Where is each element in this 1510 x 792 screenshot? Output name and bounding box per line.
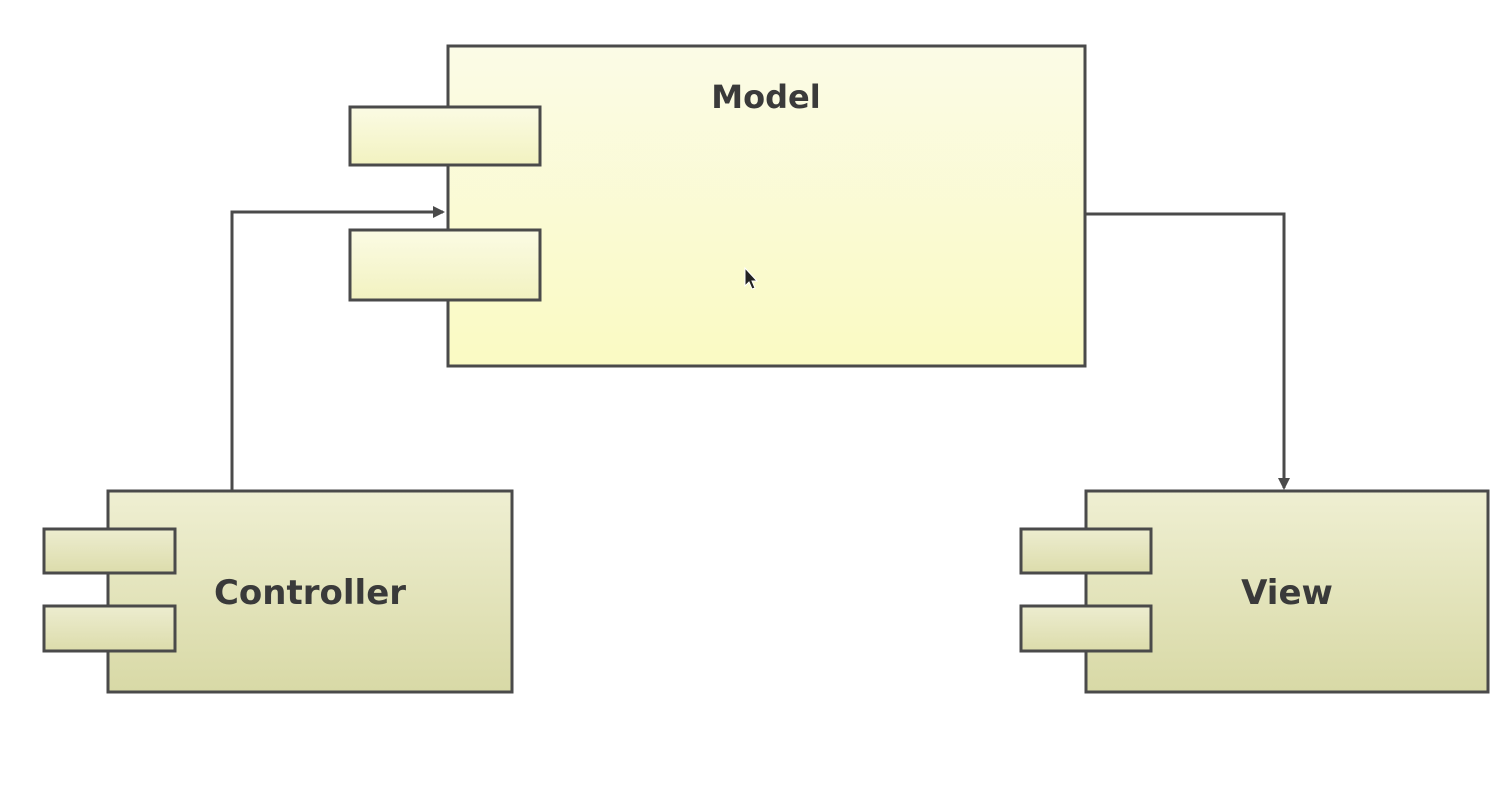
model-interface-tab-bottom [348, 228, 542, 302]
arrow-cursor-icon [744, 266, 759, 290]
controller-interface-tab-top [42, 527, 177, 575]
controller-component[interactable]: Controller [42, 489, 514, 694]
model-component[interactable]: Model [348, 44, 1087, 368]
controller-to-model-connector [230, 206, 445, 490]
view-component-body [1084, 489, 1490, 694]
controller-interface-tab-bottom [42, 604, 177, 653]
controller-component-body [106, 489, 514, 694]
view-interface-tab-bottom [1019, 604, 1153, 653]
view-label: View [1241, 573, 1333, 613]
model-component-body [446, 44, 1087, 368]
model-to-view-connector [1086, 212, 1290, 490]
view-interface-tab-top [1019, 527, 1153, 575]
model-label: Model [711, 78, 820, 116]
controller-label: Controller [214, 573, 406, 613]
view-component[interactable]: View [1019, 489, 1490, 694]
model-interface-tab-top [348, 105, 542, 167]
